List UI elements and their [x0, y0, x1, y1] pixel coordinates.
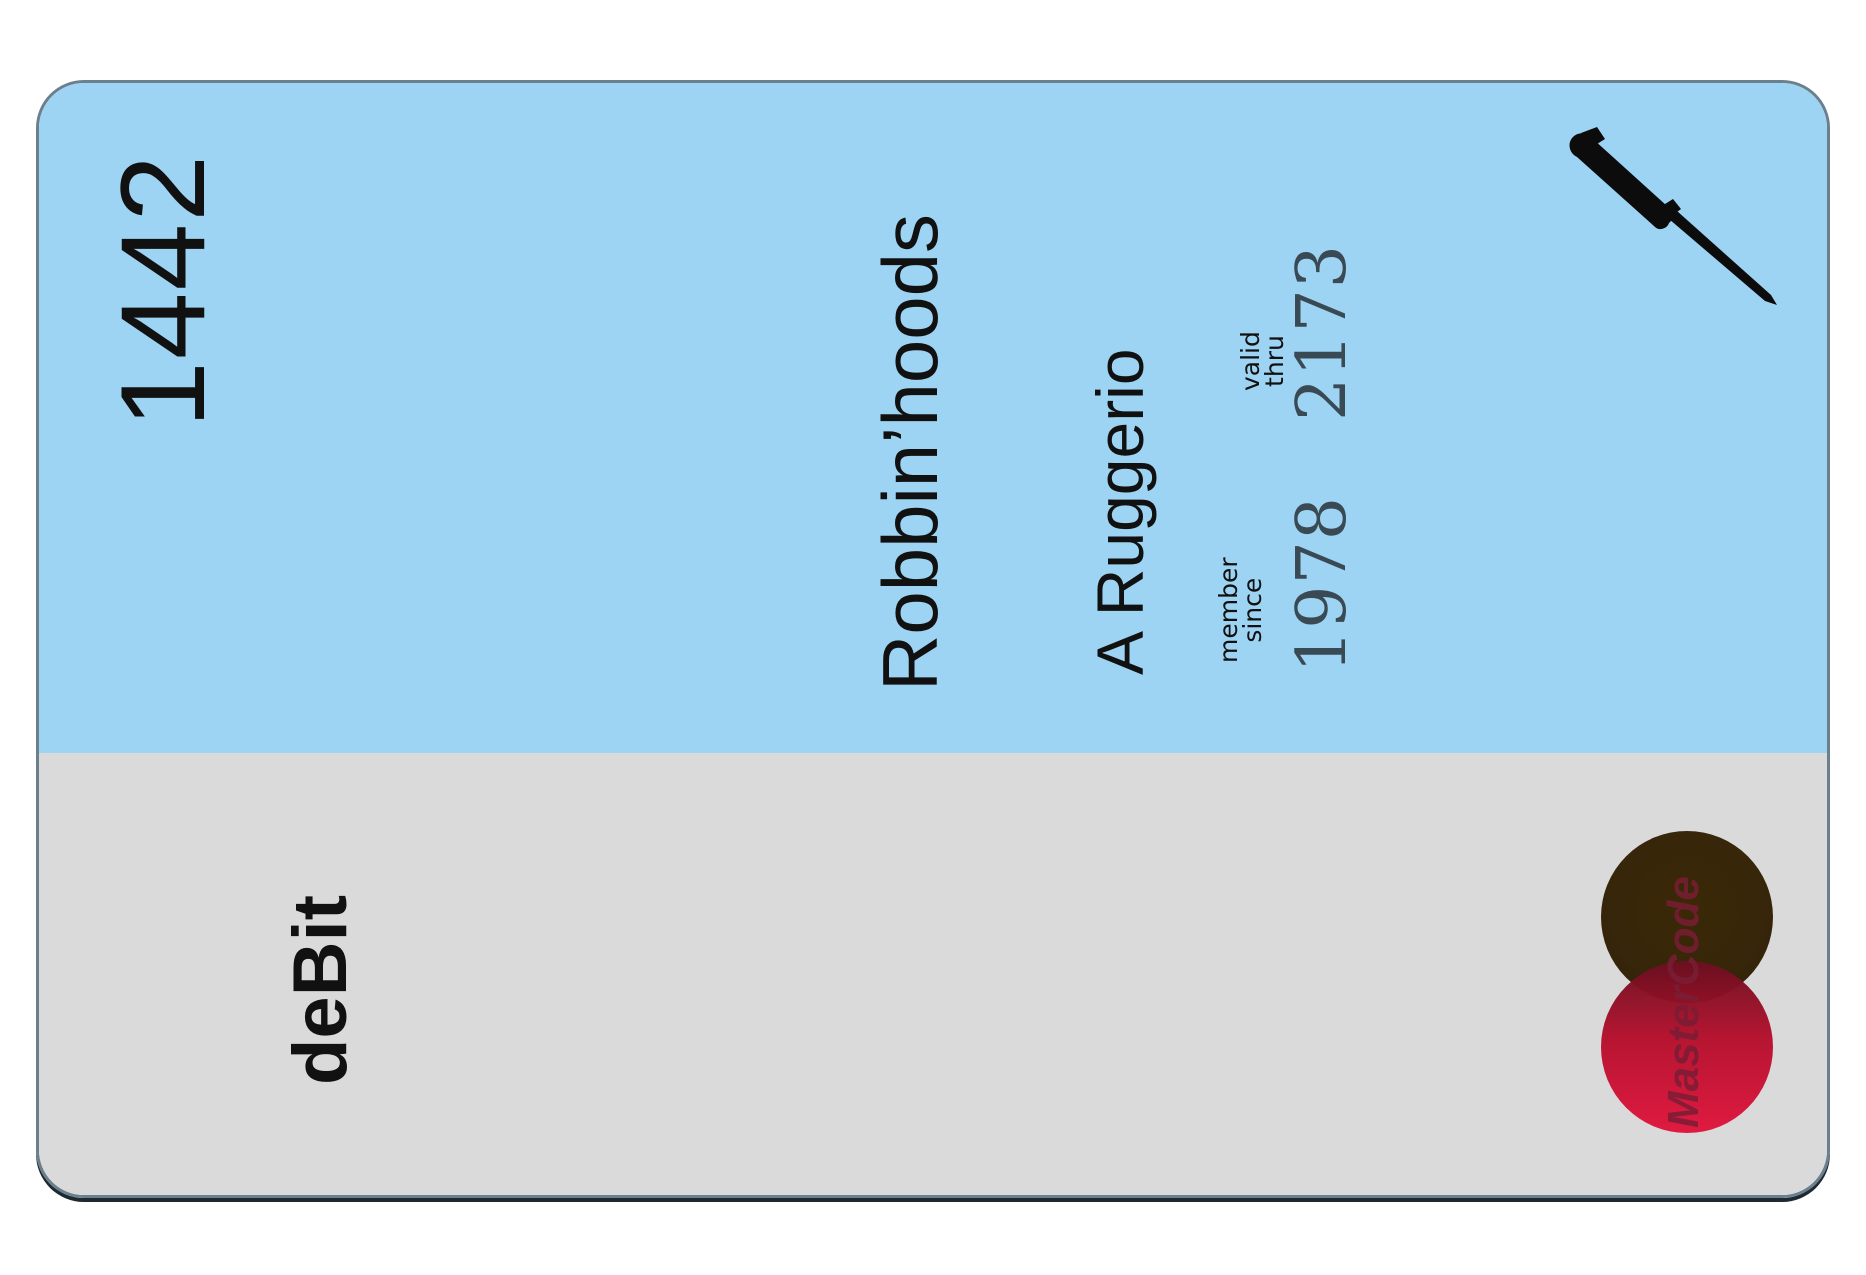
member-since-year: 1978: [1283, 495, 1362, 673]
card-type-label: deBit: [278, 895, 363, 1085]
member-since-label: member since: [1214, 557, 1267, 663]
card-top-panel: [39, 83, 1827, 753]
network-logo-text: MasterCode: [1659, 876, 1708, 1128]
network-logo-bottom-circle: [1601, 961, 1773, 1133]
card-number: 1442: [96, 153, 230, 428]
valid-thru-label: valid thru: [1236, 331, 1289, 391]
credit-card: 1442 Robbin’hoods A Ruggerio member sinc…: [36, 80, 1830, 1198]
card-holder-name: A Ruggerio: [1083, 348, 1157, 675]
knife-icon: [1569, 127, 1777, 305]
bank-name: Robbin’hoods: [866, 213, 954, 691]
valid-thru-year: 2173: [1283, 243, 1362, 421]
card-bottom-panel: [39, 753, 1827, 1195]
